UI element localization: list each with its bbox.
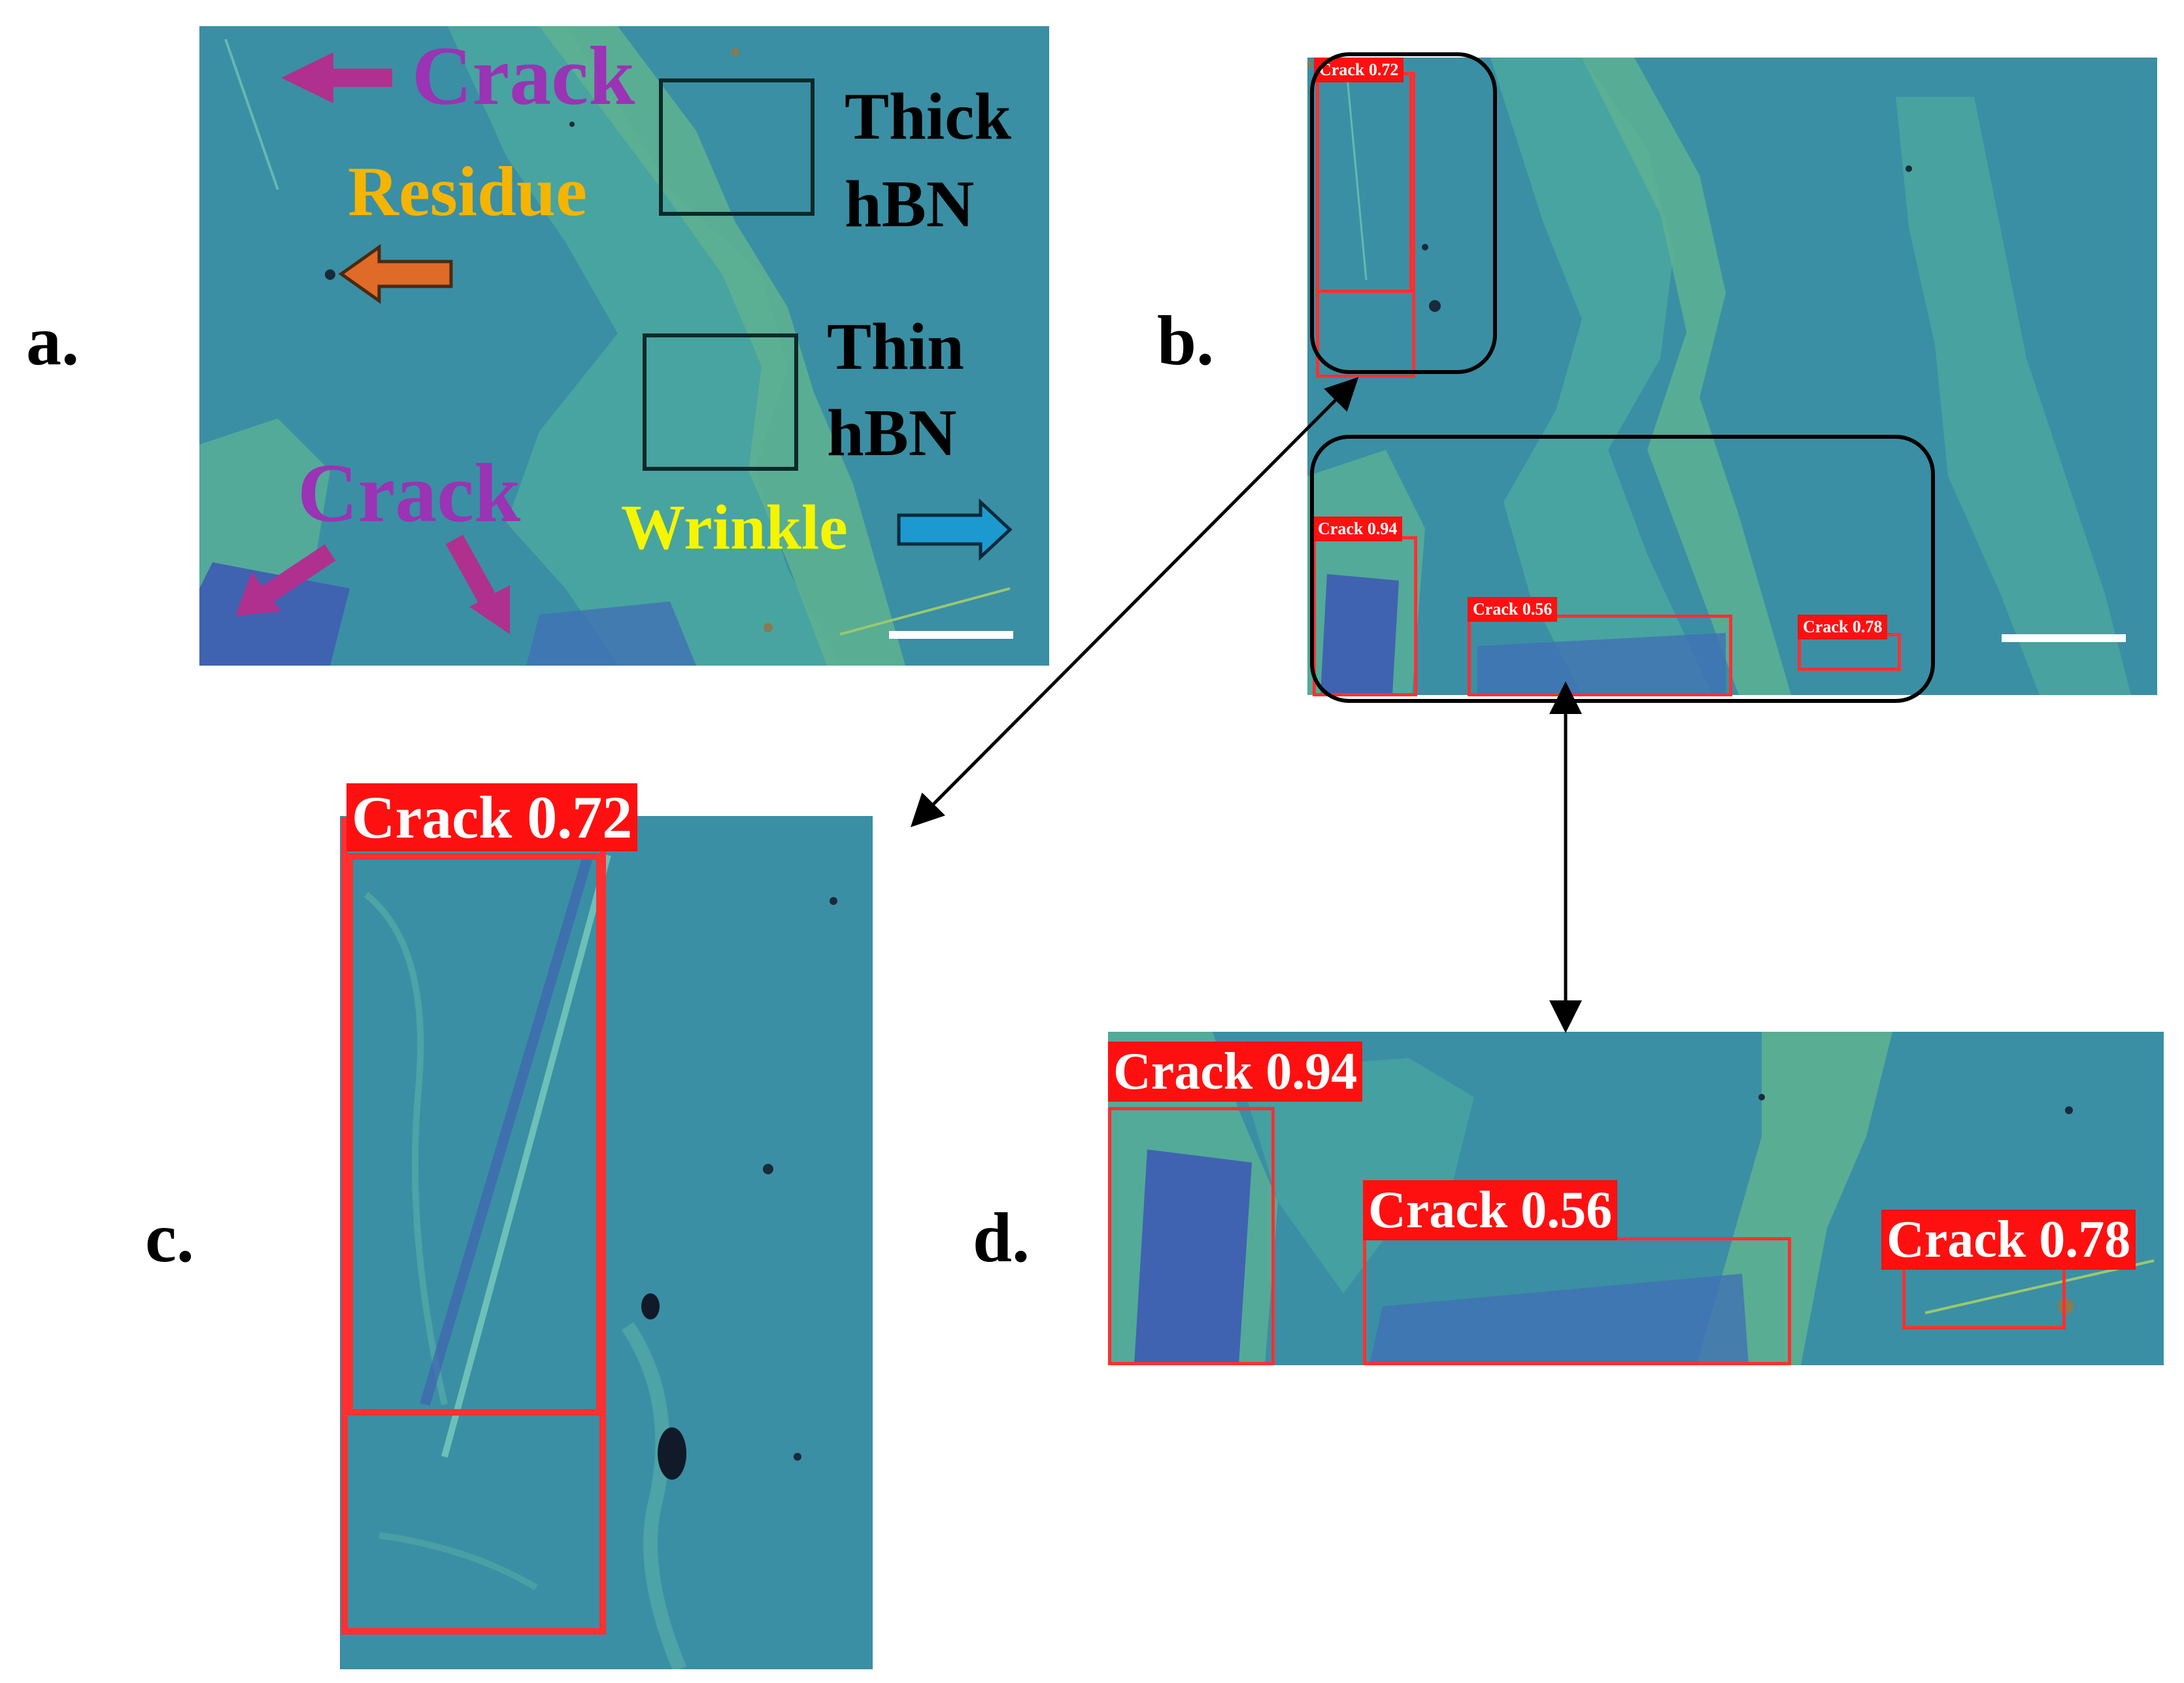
diagonal-arrow-icon bbox=[235, 544, 336, 616]
left-arrow-icon bbox=[338, 244, 453, 304]
panel-label-c: c. bbox=[145, 1199, 194, 1277]
left-arrow-icon bbox=[281, 52, 392, 103]
thin-hbn-label-line1: Thin bbox=[827, 310, 964, 384]
detection-label-d-078: Crack 0.78 bbox=[1881, 1210, 2136, 1270]
micrograph-a bbox=[199, 26, 1049, 666]
residue-label: Residue bbox=[348, 153, 588, 231]
double-arrow-icon bbox=[910, 377, 1359, 828]
panel-label-d: d. bbox=[973, 1199, 1030, 1277]
micrograph-c bbox=[340, 816, 873, 1669]
crack-label-top: Crack bbox=[412, 29, 635, 122]
thick-hbn-label-line2: hBN bbox=[845, 167, 975, 241]
detection-box-b-056 bbox=[1468, 615, 1732, 696]
detection-box-d-094 bbox=[1108, 1107, 1275, 1365]
thick-hbn-label-line1: Thick bbox=[845, 80, 1012, 154]
detection-box-c-upper bbox=[346, 853, 603, 1416]
detection-label-d-094: Crack 0.94 bbox=[1108, 1042, 1363, 1102]
detection-label-c-072: Crack 0.72 bbox=[346, 783, 638, 851]
scale-bar-b bbox=[2002, 634, 2126, 642]
thick-hbn-box bbox=[659, 78, 815, 216]
detection-label-b-056: Crack 0.56 bbox=[1468, 597, 1558, 622]
detection-label-d-056: Crack 0.56 bbox=[1363, 1180, 1618, 1240]
micrograph-b bbox=[1307, 58, 2157, 695]
wrinkle-label: Wrinkle bbox=[621, 492, 848, 563]
right-arrow-icon bbox=[897, 498, 1013, 561]
diagonal-arrow-icon bbox=[445, 534, 510, 634]
crack-label-bottom: Crack bbox=[297, 447, 521, 539]
micrograph-d-texture bbox=[1108, 1032, 2155, 1365]
region-highlight-upper bbox=[1310, 52, 1497, 374]
thin-hbn-box bbox=[643, 333, 798, 471]
panel-label-b: b. bbox=[1157, 302, 1215, 380]
micrograph-c-texture bbox=[363, 853, 837, 1669]
detection-label-b-078: Crack 0.78 bbox=[1798, 615, 1888, 639]
panel-label-a: a. bbox=[26, 302, 79, 380]
